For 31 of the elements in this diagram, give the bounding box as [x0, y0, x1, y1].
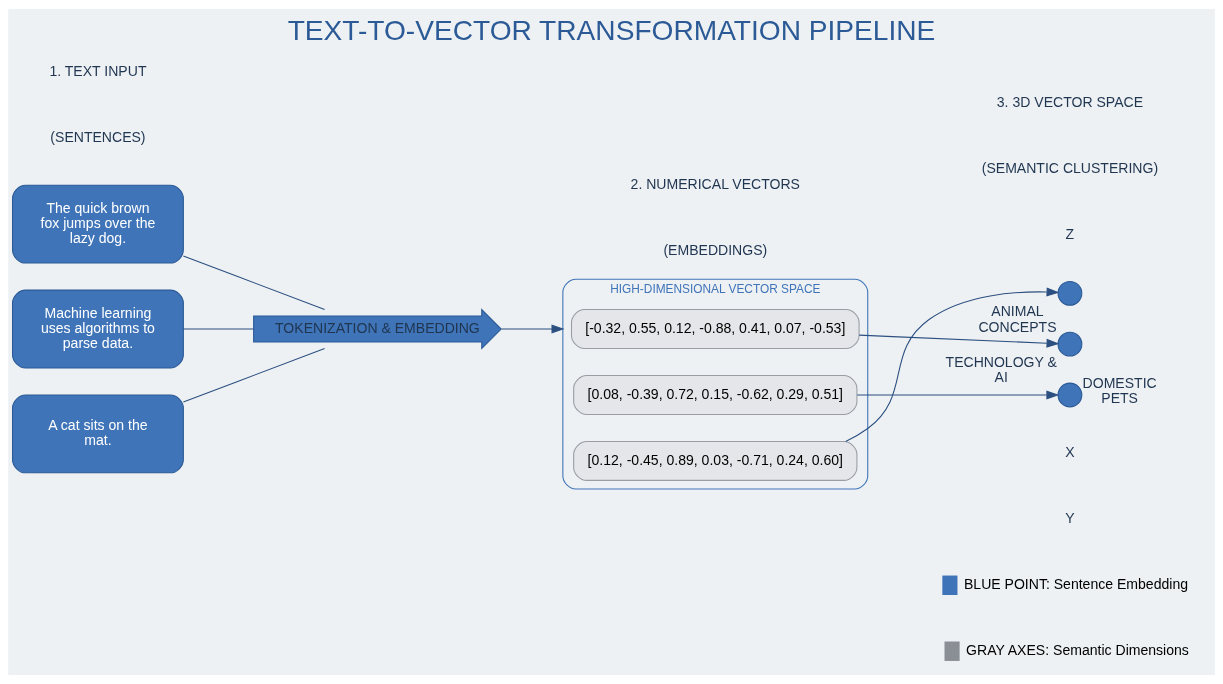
node-circle — [1057, 331, 1083, 357]
connector — [182, 328, 255, 330]
arrow — [856, 390, 1060, 400]
arrow — [845, 287, 1060, 442]
label: Z — [1065, 225, 1075, 242]
arrow — [858, 334, 1060, 348]
label: (EMBEDDINGS) — [663, 241, 768, 258]
node-label: DOMESTIC PETS — [1082, 374, 1157, 406]
label: (SENTENCES) — [50, 129, 146, 146]
node-label: ANIMAL CONCEPTS — [978, 303, 1057, 335]
node-box: [0.12, -0.45, 0.89, 0.03, -0.71, 0.24, 0.60] — [573, 440, 858, 481]
connector — [182, 255, 326, 310]
node-circle — [1057, 280, 1083, 306]
node-box: [0.08, -0.39, 0.72, 0.15, -0.62, 0.29, 0.51] — [573, 374, 858, 415]
node-box: Machine learning uses algorithms to parse data. — [12, 289, 184, 369]
node-box: [-0.32, 0.55, 0.12, -0.88, 0.41, 0.07, -0.53] — [570, 309, 860, 350]
node-circle — [1057, 382, 1083, 408]
label: 1. TEXT INPUT — [49, 63, 147, 80]
node-box: A cat sits on the mat. — [12, 394, 184, 474]
legend-label: GRAY AXES: Semantic Dimensions — [966, 641, 1189, 658]
node-box: The quick brown fox jumps over the lazy dog. — [12, 184, 184, 264]
label: Y — [1065, 509, 1075, 526]
legend-label: BLUE POINT: Sentence Embedding — [963, 575, 1189, 592]
label: 3. 3D VECTOR SPACE — [996, 93, 1144, 110]
diagram-title: TEXT-TO-VECTOR TRANSFORMATION PIPELINE — [287, 15, 936, 47]
label: (SEMANTIC CLUSTERING) — [981, 159, 1159, 176]
node-label: TECHNOLOGY & AI — [945, 354, 1057, 386]
label: 2. NUMERICAL VECTORS — [630, 175, 800, 192]
label: X — [1065, 444, 1075, 461]
arrow — [501, 324, 565, 334]
connector — [182, 348, 326, 403]
